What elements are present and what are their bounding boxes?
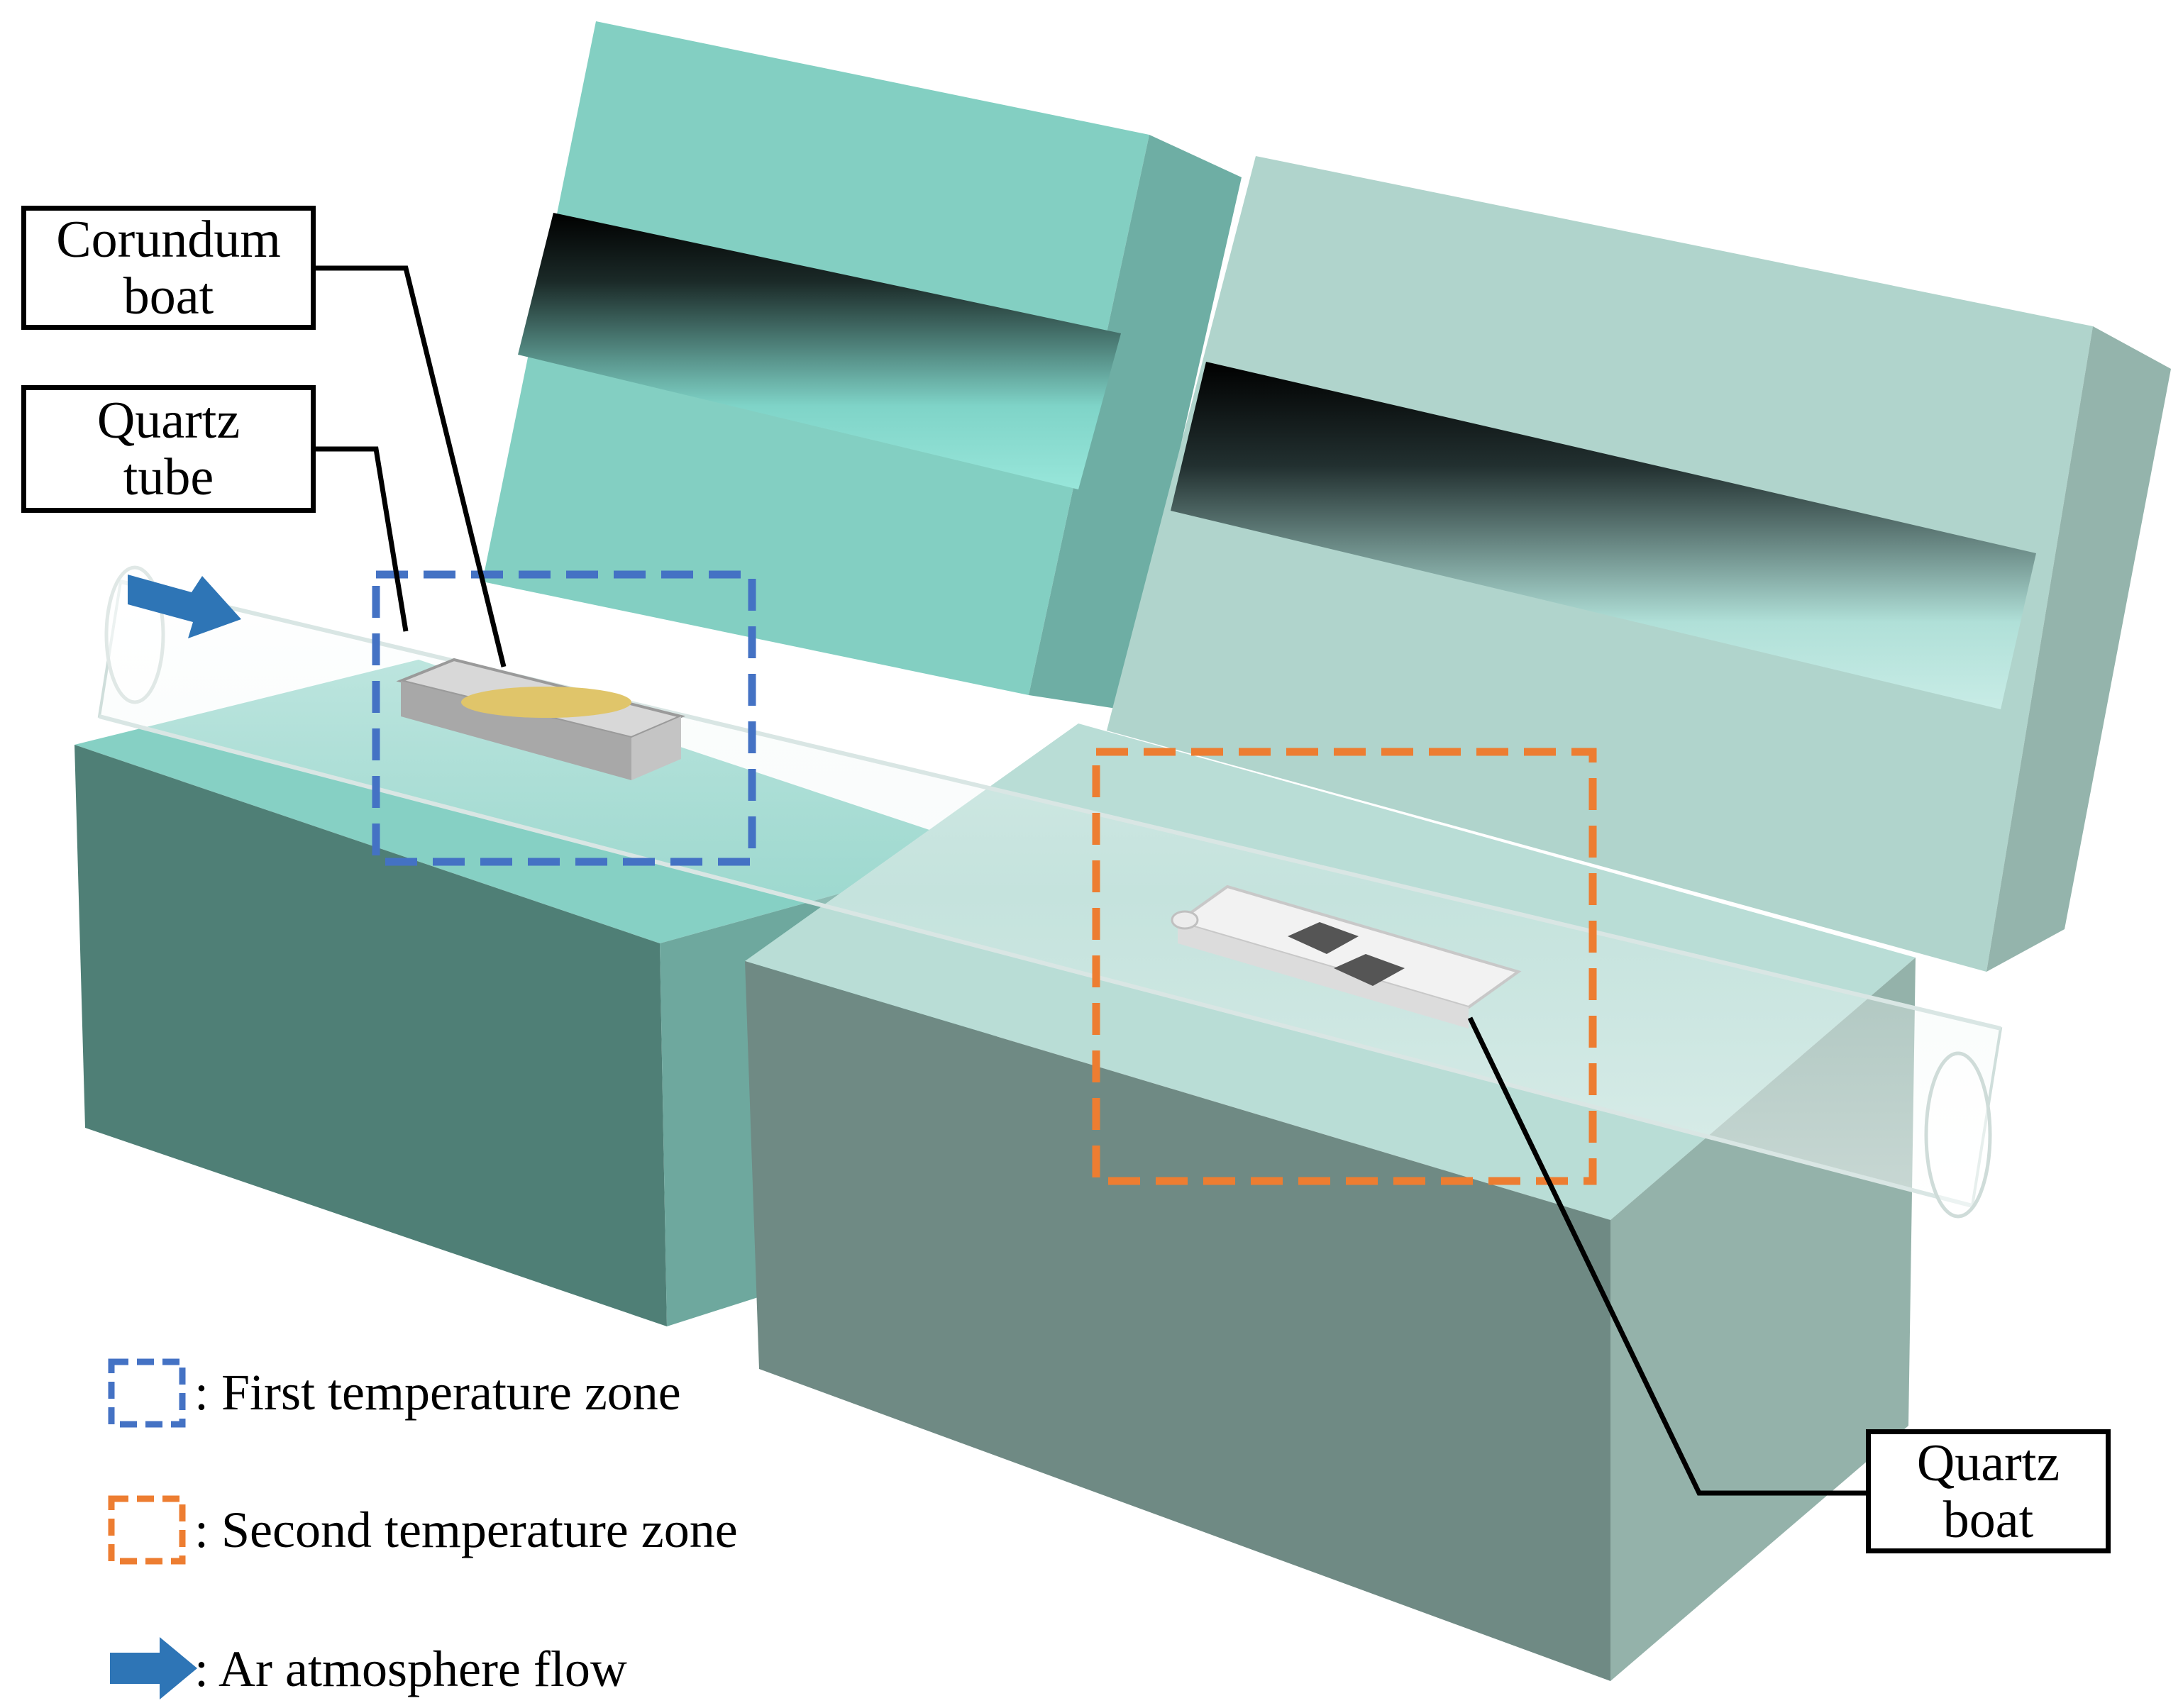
quartz-boat-front [1178,922,1469,1028]
second-temperature-zone-box [1092,748,1597,1185]
corundum-boat-leader [316,265,507,667]
upper-furnace-right [1107,156,2171,972]
lower-left-front-face [74,745,667,1326]
quartz-tube-edge-top [120,580,2001,1031]
lower-right-front-face [745,961,1610,1681]
upper-right-groove [1171,362,2036,709]
quartz-tube-outlet-rim [1924,1051,1992,1219]
quartz-tube-leader [316,446,409,632]
quartz-boat [1171,884,1522,1028]
corundum-boat-label: Corundum boat [21,206,316,330]
legend-ar-flow-arrow [110,1637,197,1699]
corundum-boat-label-line2: boat [123,267,214,326]
upper-furnace-left [482,21,1242,709]
upper-right-side-face [1986,326,2171,972]
legend-second-zone-text: : Second temperature zone [194,1501,738,1558]
legend-first-zone-key [108,1358,186,1428]
upper-left-groove [518,213,1121,489]
quartz-boat-label-line1: Quartz [1916,1434,2060,1492]
quartz-boat-leader [1467,1016,1866,1496]
legend-first-zone-text: : First temperature zone [194,1363,681,1421]
corundum-boat [396,658,686,780]
precursor-powder [461,687,631,718]
legend-second-zone-key [108,1495,186,1565]
quartz-boat-label: Quartz boat [1866,1429,2111,1553]
legend-first-zone: : First temperature zone [190,1353,681,1431]
quartz-boat-label-line2: boat [1942,1490,2034,1549]
substrate-1 [1288,922,1359,954]
quartz-tube-edge-bottom [99,714,1973,1208]
quartz-tube-label-line2: tube [123,448,214,506]
quartz-tube-label: Quartz tube [21,385,316,513]
ar-flow-arrow [128,575,241,638]
legend-ar-flow-text: : Ar atmosphere flow [194,1640,627,1697]
legend-second-zone: : Second temperature zone [190,1491,738,1569]
corundum-boat-end [631,716,681,780]
quartz-boat-handle [1171,910,1199,930]
legend-ar-flow: : Ar atmosphere flow [190,1630,627,1708]
substrate-2 [1334,954,1405,986]
quartz-tube-label-line1: Quartz [96,392,241,450]
corundum-boat-front [401,681,631,780]
upper-left-side-face [1029,135,1242,709]
corundum-boat-label-line1: Corundum [56,210,281,269]
